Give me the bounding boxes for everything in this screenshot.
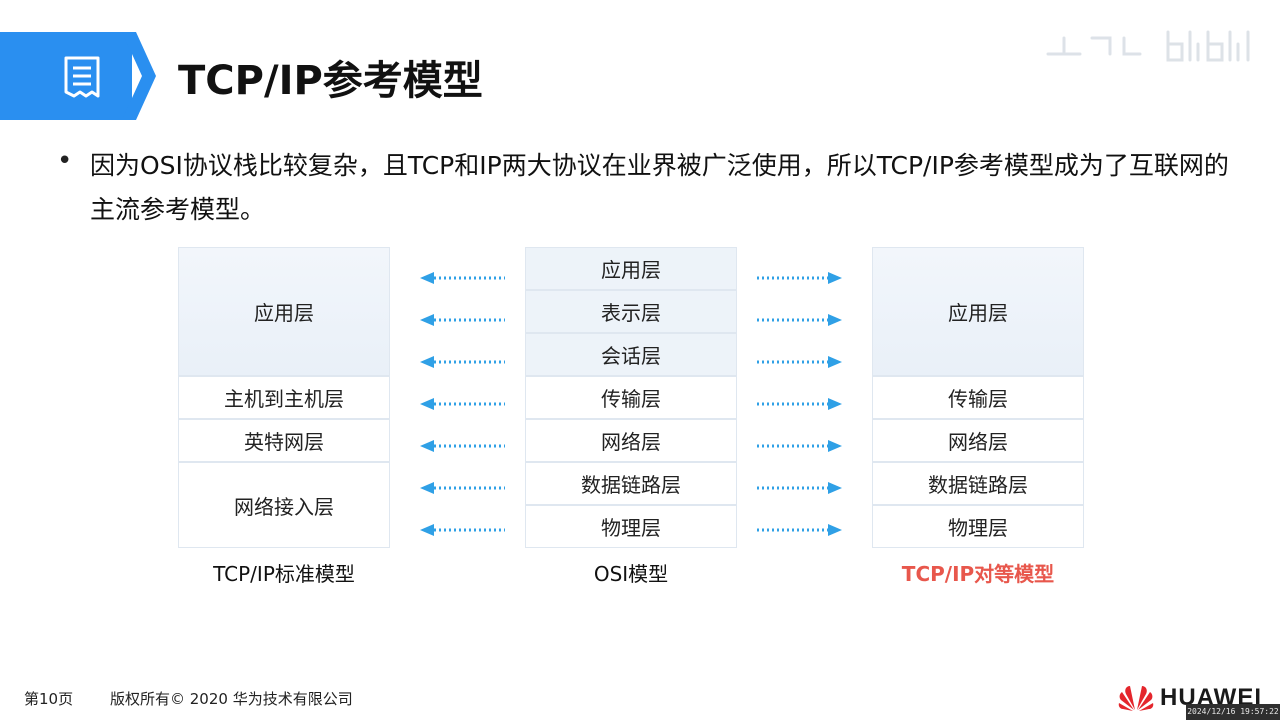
left-arrow-head-6 bbox=[420, 482, 434, 494]
tcpip-peer-layer-network: 网络层 bbox=[872, 419, 1084, 462]
right-arrow-head-4 bbox=[828, 398, 842, 410]
header-chevron bbox=[122, 32, 156, 120]
tcpip-standard-label: TCP/IP标准模型 bbox=[213, 562, 355, 586]
left-arrow-head-2 bbox=[420, 314, 434, 326]
osi-layer-data-link: 数据链路层 bbox=[525, 462, 737, 505]
tcpip-standard-layer-network-access: 网络接入层 bbox=[178, 462, 390, 548]
osi-layer-session: 会话层 bbox=[525, 333, 737, 376]
left-arrow-head-1 bbox=[420, 272, 434, 284]
tcpip-standard-layer-internet: 英特网层 bbox=[178, 419, 390, 462]
left-arrow-head-4 bbox=[420, 398, 434, 410]
right-arrow-head-1 bbox=[828, 272, 842, 284]
osi-layer-transport: 传输层 bbox=[525, 376, 737, 419]
copyright: 版权所有© 2020 华为技术有限公司 bbox=[110, 690, 353, 708]
right-arrow-head-6 bbox=[828, 482, 842, 494]
tcpip-peer-layer-physical: 物理层 bbox=[872, 505, 1084, 548]
page-title: TCP/IP参考模型 bbox=[178, 58, 483, 104]
right-arrow-head-3 bbox=[828, 356, 842, 368]
right-arrow-head-7 bbox=[828, 524, 842, 536]
osi-layer-presentation: 表示层 bbox=[525, 290, 737, 333]
tcpip-peer-layer-application: 应用层 bbox=[872, 247, 1084, 376]
bullet-dot: • bbox=[57, 146, 73, 176]
osi-layer-physical: 物理层 bbox=[525, 505, 737, 548]
left-arrow-head-5 bbox=[420, 440, 434, 452]
left-arrow-head-7 bbox=[420, 524, 434, 536]
tcpip-peer-label: TCP/IP对等模型 bbox=[901, 562, 1055, 586]
tcpip-peer-layer-data-link: 数据链路层 bbox=[872, 462, 1084, 505]
left-arrow-head-3 bbox=[420, 356, 434, 368]
video-watermark bbox=[1046, 30, 1250, 62]
recording-timestamp: 2024/12/16 19:57:22 bbox=[1186, 704, 1280, 720]
tcpip-standard-layer-application: 应用层 bbox=[178, 247, 390, 376]
right-arrow-head-2 bbox=[828, 314, 842, 326]
osi-layer-network: 网络层 bbox=[525, 419, 737, 462]
tcpip-peer-layer-transport: 传输层 bbox=[872, 376, 1084, 419]
tcpip-standard-layer-host-to-host: 主机到主机层 bbox=[178, 376, 390, 419]
osi-label: OSI模型 bbox=[593, 562, 669, 586]
right-arrow-head-5 bbox=[828, 440, 842, 452]
bullet-text: 因为OSI协议栈比较复杂，且TCP和IP两大协议在业界被广泛使用，所以TCP/I… bbox=[90, 151, 1229, 224]
page-number: 第10页 bbox=[24, 690, 74, 708]
osi-layer-application: 应用层 bbox=[525, 247, 737, 290]
document-icon bbox=[64, 56, 100, 98]
huawei-logo-icon bbox=[1118, 686, 1154, 711]
